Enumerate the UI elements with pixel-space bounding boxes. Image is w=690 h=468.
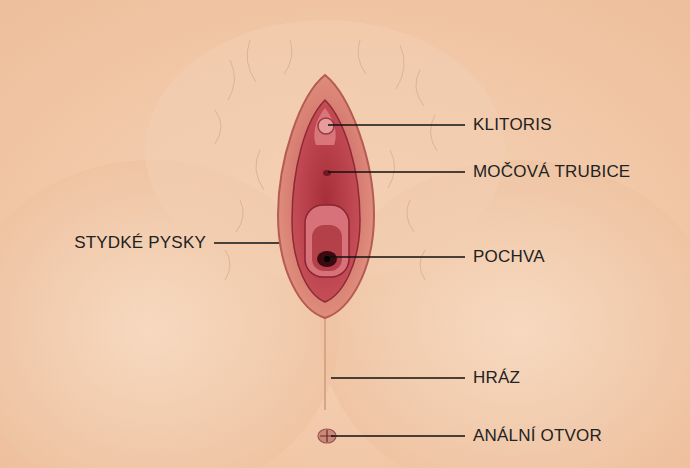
part-label: STYDKÉ PYSKY (74, 233, 206, 253)
leader-line (331, 377, 465, 379)
labia-minora (292, 100, 360, 302)
leader-line (331, 435, 465, 437)
vaginal-opening (317, 251, 337, 267)
leader-line (328, 171, 465, 173)
part-label: KLITORIS (473, 115, 552, 135)
part-label: ANÁLNÍ OTVOR (473, 426, 602, 446)
vaginal-inner (312, 225, 342, 271)
labia-majora (278, 75, 374, 318)
leader-dot (324, 256, 330, 262)
part-label: MOČOVÁ TRUBICE (473, 162, 630, 182)
leader-line (328, 256, 465, 258)
leader-line (214, 242, 279, 244)
clitoris-glans (318, 118, 334, 134)
leader-line (328, 124, 465, 126)
leader-lines (214, 125, 465, 436)
part-label: POCHVA (473, 247, 545, 267)
urethral-opening (323, 170, 331, 176)
vaginal-introitus (305, 205, 349, 277)
part-label: HRÁZ (473, 368, 520, 388)
clitoral-hood (314, 108, 335, 145)
